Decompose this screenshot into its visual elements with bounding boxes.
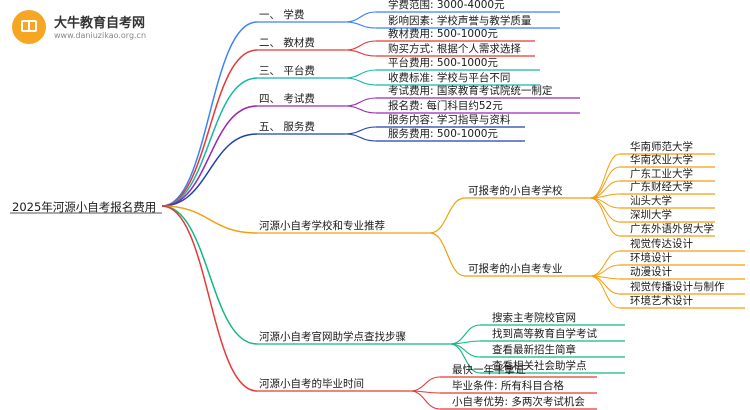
leaf-time: 最快一年半拿证	[452, 364, 526, 376]
connector-group-1-0	[589, 250, 621, 277]
leaf-platform: 收费标准: 学校与平台不同	[388, 72, 511, 84]
branch-exam: 四、 考试费	[259, 93, 315, 105]
group-label: 可报考的小自考专业	[468, 263, 563, 275]
connector-time	[161, 205, 258, 392]
connector-steps-1	[449, 340, 481, 345]
connector-fee-0	[344, 11, 377, 23]
leaf-material: 教材费用: 500-1000元	[388, 28, 498, 40]
site-logo[interactable]: 大牛教育自考网 www.daniuzikao.org.cn	[12, 10, 182, 46]
branch-fee: 一、 学费	[259, 9, 305, 21]
connector-time-2	[409, 390, 441, 410]
connector-service-0	[344, 126, 377, 135]
connector-exam-0	[344, 97, 377, 107]
connector-group-0-6	[589, 197, 621, 237]
leaf-steps: 查看最新招生简章	[492, 344, 576, 356]
school-leaf: 华南农业大学	[630, 154, 693, 166]
leaf-steps: 查看相关社会助学点	[492, 360, 587, 372]
major-leaf: 视觉传达设计	[630, 238, 693, 250]
branch-material: 二、 教材费	[259, 37, 315, 49]
branch-schools: 河源小自考学校和专业推荐	[259, 220, 385, 232]
connector-fee	[161, 21, 258, 207]
connector-platform-1	[344, 77, 377, 86]
connector-material	[161, 49, 258, 207]
branch-service: 五、 服务费	[259, 121, 315, 133]
major-leaf: 视觉传播设计与制作	[630, 281, 725, 293]
connector-service	[161, 133, 258, 207]
branch-platform: 三、 平台费	[259, 65, 315, 77]
leaf-time: 毕业条件: 所有科目合格	[452, 380, 564, 392]
connector-fee-1	[344, 21, 377, 29]
school-leaf: 华南师范大学	[630, 141, 693, 153]
connector-group-0-1	[589, 166, 621, 199]
connector-platform	[161, 77, 258, 207]
leaf-service: 服务费用: 500-1000元	[388, 128, 498, 140]
root-topic: 2025年河源小自考报名费用	[12, 200, 157, 214]
school-leaf: 广东财经大学	[630, 181, 693, 193]
leaf-fee: 学费范围: 3000-4000元	[388, 0, 505, 11]
connector-material-1	[344, 49, 377, 57]
school-leaf: 深圳大学	[630, 209, 672, 221]
logo-url: www.daniuzikao.org.cn	[54, 31, 147, 40]
connector-schools-group-1	[429, 232, 466, 277]
connector-steps-2	[449, 343, 481, 358]
leaf-steps: 找到高等教育自学考试	[492, 328, 597, 340]
connector-group-1-1	[589, 264, 621, 277]
connector-group-1-4	[589, 275, 621, 309]
major-leaf: 动漫设计	[630, 266, 672, 278]
leaf-time: 小自考优势: 多两次考试机会	[452, 396, 585, 408]
connector-platform-0	[344, 69, 377, 79]
connector-steps	[161, 205, 258, 345]
major-leaf: 环境设计	[630, 252, 672, 264]
school-leaf: 汕头大学	[630, 195, 672, 207]
connector-group-0-0	[589, 153, 621, 199]
connector-time-0	[409, 376, 441, 392]
connector-schools-group-0	[429, 197, 466, 234]
leaf-material: 购买方式: 根据个人需求选择	[388, 43, 521, 55]
connector-service-1	[344, 133, 377, 142]
connector-exam	[161, 105, 258, 207]
branch-time: 河源小自考的毕业时间	[259, 378, 364, 390]
leaf-fee: 影响因素: 学校声誉与教学质量	[388, 15, 532, 27]
connector-material-0	[344, 40, 377, 51]
connector-steps-3	[449, 343, 481, 374]
connector-schools	[161, 205, 258, 234]
school-leaf: 广东工业大学	[630, 168, 693, 180]
leaf-exam: 报名费: 每门科目约52元	[388, 100, 503, 112]
leaf-exam: 考试费用: 国家教育考试院统一制定	[388, 85, 553, 97]
school-leaf: 广东外语外贸大学	[630, 223, 714, 235]
book-logo-icon	[12, 10, 46, 44]
leaf-service: 服务内容: 学习指导与资料	[388, 114, 511, 126]
connector-group-0-5	[589, 197, 621, 223]
major-leaf: 环境艺术设计	[630, 295, 693, 307]
leaf-platform: 平台费用: 500-1000元	[388, 57, 498, 69]
logo-title: 大牛教育自考网	[54, 16, 146, 31]
branch-steps: 河源小自考官网助学点查找步骤	[259, 331, 406, 343]
connector-exam-1	[344, 105, 377, 114]
leaf-steps: 搜索主考院校官网	[492, 312, 576, 324]
group-label: 可报考的小自考学校	[468, 185, 563, 197]
